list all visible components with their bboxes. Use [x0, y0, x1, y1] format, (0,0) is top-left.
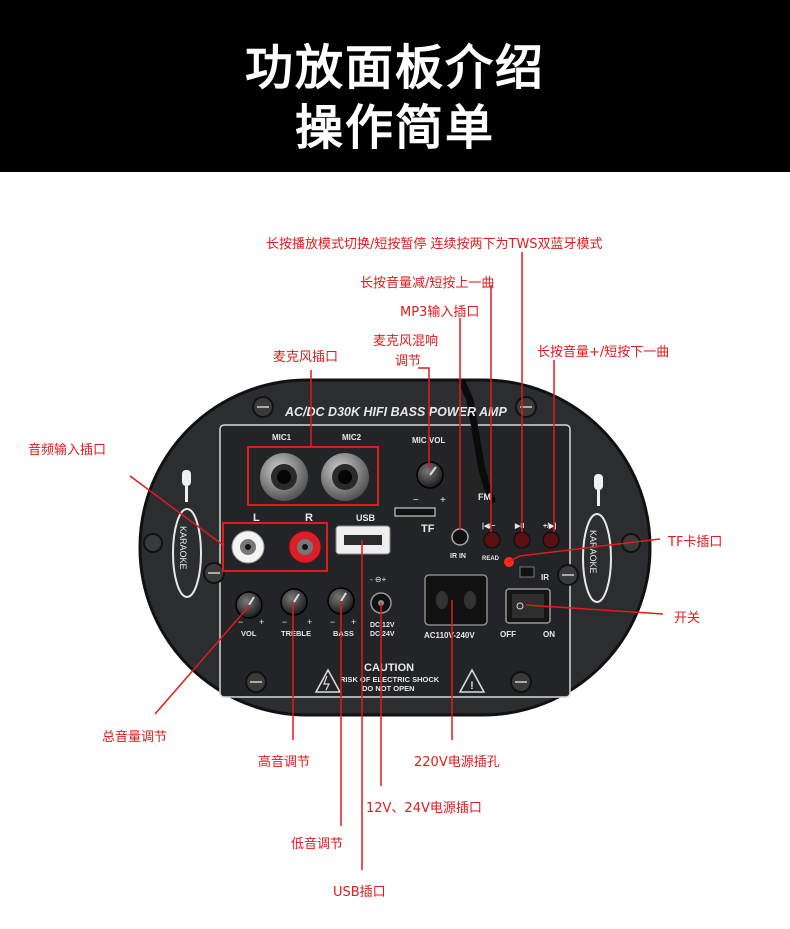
- karaoke-right: KARAOKE: [588, 530, 598, 574]
- mic-vol-plus: +: [440, 495, 446, 506]
- l-label: L: [253, 512, 260, 524]
- label-mode-switch: 长按播放模式切换/短按暂停 连续按两下为TWS双蓝牙模式: [266, 237, 603, 252]
- r-label: R: [305, 512, 313, 524]
- banner-subtitle: 操作简单: [294, 100, 495, 156]
- svg-text:!: !: [470, 680, 474, 692]
- label-mic-echo-2: 调节: [395, 354, 422, 369]
- vol-minus: −: [238, 617, 243, 627]
- prev-label: |◀/−: [482, 523, 495, 530]
- bass-label: BASS: [333, 629, 354, 638]
- label-master-volume: 总音量调节: [102, 730, 168, 745]
- caution-title: CAUTION: [364, 662, 414, 674]
- banner-title: 功放面板介绍: [244, 40, 545, 96]
- label-usb-port: USB插口: [333, 885, 386, 900]
- screw-icon: [143, 396, 641, 693]
- karaoke-left: KARAOKE: [178, 526, 188, 570]
- input-cable: [458, 378, 496, 504]
- amp-inner-plate: [219, 424, 571, 698]
- dc12-label: DC 12V: [370, 622, 395, 629]
- read-label: READ: [482, 556, 500, 562]
- tf-label: TF: [421, 523, 435, 535]
- label-bass-adjust: 低音调节: [291, 837, 344, 852]
- mic-vol-minus: −: [413, 495, 419, 506]
- dc24-label: DC 24V: [370, 631, 395, 638]
- play-label: ▶II: [514, 523, 524, 530]
- treble-label: TREBLE: [281, 629, 311, 638]
- label-treble-adjust: 高音调节: [258, 755, 311, 770]
- mic-jack-highlight: [247, 446, 379, 506]
- off-label: OFF: [500, 630, 516, 639]
- label-mp3-input: MP3输入插口: [400, 305, 480, 320]
- fm-label: FM: [478, 492, 491, 502]
- label-ac-socket: 220V电源插孔: [414, 755, 500, 770]
- label-power-switch: 开关: [674, 611, 701, 626]
- label-vol-up: 长按音量+/短按下一曲: [537, 345, 670, 360]
- bass-plus: +: [351, 617, 356, 627]
- ir-in-label: IR IN: [450, 553, 466, 560]
- caution-line1: RISK OF ELECTRIC SHOCK: [340, 675, 440, 684]
- warning-icon: !: [314, 668, 486, 693]
- mic2-label: MIC2: [342, 433, 362, 442]
- microphone-icon: [182, 470, 603, 506]
- label-vol-down: 长按音量减/短按上一曲: [360, 276, 495, 291]
- dc-polarity: - ⊖+: [370, 575, 387, 584]
- next-label: +/▶|: [543, 523, 556, 530]
- ac-range-label: AC110V-240V: [424, 631, 475, 640]
- on-label: ON: [543, 630, 555, 639]
- mic1-label: MIC1: [272, 433, 292, 442]
- panel-title: AC/DC D30K HIFI BASS POWER AMP: [284, 405, 507, 419]
- usb-label: USB: [356, 513, 376, 523]
- label-audio-input: 音频输入插口: [28, 443, 107, 458]
- label-dc-socket: 12V、24V电源插口: [366, 801, 482, 816]
- ir-label: IR: [541, 573, 549, 582]
- vol-plus: +: [259, 617, 264, 627]
- rca-highlight: [222, 522, 328, 572]
- treble-plus: +: [307, 617, 312, 627]
- label-tf-slot: TF卡插口: [668, 535, 723, 550]
- caution-line2: DO NOT OPEN: [362, 684, 415, 693]
- vol-label: VOL: [241, 629, 257, 638]
- header-banner: 功放面板介绍 操作简单: [0, 0, 790, 172]
- treble-minus: −: [282, 617, 287, 627]
- bass-minus: −: [330, 617, 335, 627]
- label-mic-jack: 麦克风插口: [273, 350, 339, 365]
- label-mic-echo-1: 麦克风混响: [373, 334, 439, 349]
